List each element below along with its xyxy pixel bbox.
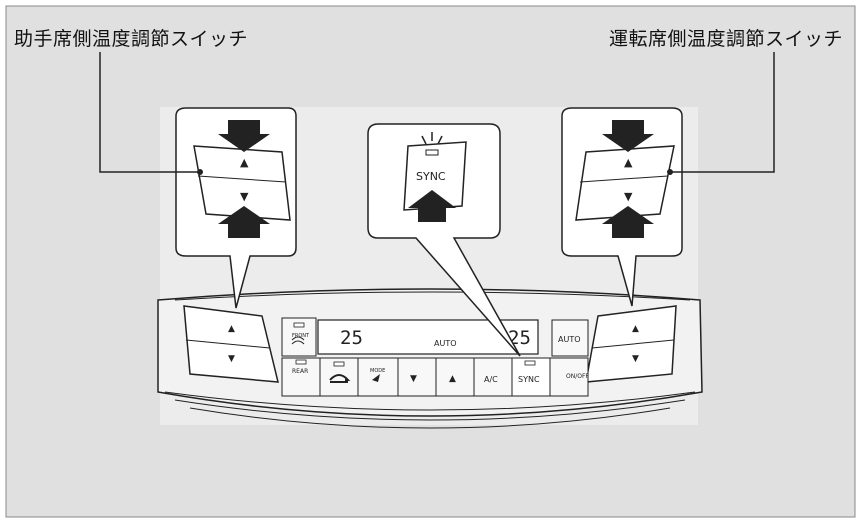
driver-down-arrow: ▼ — [632, 354, 639, 364]
press-up-icon — [218, 206, 270, 238]
fan-up-button[interactable] — [435, 357, 475, 397]
left-temp-readout: 25 — [340, 327, 363, 349]
recirculation-indicator — [333, 361, 345, 367]
passenger-switch-label: 助手席側温度調節スイッチ — [14, 28, 249, 50]
zoom-passenger-up-arrow: ▲ — [240, 156, 249, 169]
passenger-leader-dot — [197, 169, 203, 175]
fan-up-icon: ▲ — [449, 374, 456, 384]
front-defrost-indicator — [293, 322, 305, 328]
bottom-button-row — [281, 357, 589, 397]
front-defrost-icon — [291, 336, 305, 345]
driver-switch-label: 運転席側温度調節スイッチ — [608, 28, 843, 50]
recirculation-icon — [329, 374, 351, 383]
fan-down-button[interactable] — [397, 357, 437, 397]
zoom-passenger-down-arrow: ▼ — [240, 190, 249, 203]
driver-zoom-callout — [561, 107, 683, 307]
fan-down-icon: ▼ — [410, 374, 417, 384]
power-label: ON/OFF — [566, 373, 589, 380]
passenger-leader-line — [99, 52, 200, 173]
press-down-icon — [602, 120, 654, 152]
rear-defrost-label: REAR — [292, 368, 308, 375]
rear-defrost-indicator — [295, 359, 307, 365]
sync-indicator — [524, 360, 536, 366]
ac-label: A/C — [484, 375, 498, 384]
driver-leader-line — [670, 52, 775, 173]
driver-temp-rocker[interactable] — [585, 305, 677, 383]
passenger-zoom-callout — [175, 107, 297, 309]
auto-button[interactable] — [551, 319, 589, 357]
passenger-up-arrow: ▲ — [228, 324, 235, 334]
power-button[interactable] — [549, 357, 589, 397]
zoom-driver-down-arrow: ▼ — [624, 190, 633, 203]
sync-zoom-indicator — [425, 149, 439, 156]
sync-zoom-callout — [367, 123, 521, 357]
mode-icon — [372, 374, 380, 382]
indicator-light-icon — [421, 132, 443, 145]
sync-label: SYNC — [518, 375, 540, 384]
climate-control-panel: 25 25 AUTO FRONT REAR MODE A/C SYNC AUTO… — [157, 288, 703, 429]
zoom-sync-label: SYNC — [416, 170, 446, 183]
press-up-icon — [602, 206, 654, 238]
driver-up-arrow: ▲ — [632, 324, 639, 334]
press-up-icon — [408, 190, 456, 222]
passenger-down-arrow: ▼ — [228, 354, 235, 364]
auto-button-label: AUTO — [558, 335, 581, 344]
ac-button[interactable] — [473, 357, 513, 397]
zoom-driver-up-arrow: ▲ — [624, 156, 633, 169]
front-defrost-label: FRONT — [292, 333, 310, 339]
passenger-temp-rocker[interactable] — [183, 305, 279, 383]
press-down-icon — [218, 120, 270, 152]
driver-leader-dot — [667, 169, 673, 175]
display-auto-label: AUTO — [434, 339, 457, 348]
mode-label: MODE — [370, 368, 385, 374]
